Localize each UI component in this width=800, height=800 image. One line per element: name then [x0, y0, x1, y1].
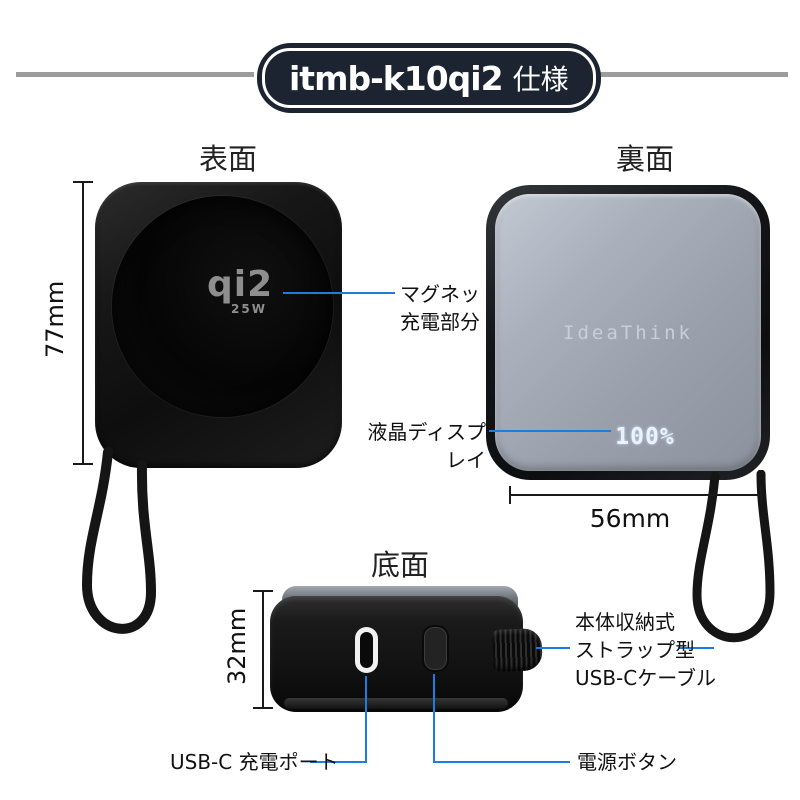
annotation-usb-port-line-h	[310, 761, 367, 763]
front-strap-cable	[81, 447, 157, 634]
dim-77mm-cap-bottom	[73, 463, 93, 465]
dim-32mm-cap-bottom	[253, 707, 273, 709]
dim-56mm-cap-right	[760, 486, 762, 504]
qi2-logo-text: qi2	[207, 264, 274, 305]
power-button	[422, 625, 449, 672]
annotation-strap-label-line1: 本体収納式	[575, 610, 675, 634]
dim-32mm-label: 32mm	[223, 607, 251, 685]
divider-line-left	[16, 72, 254, 77]
back-strap-cable	[692, 470, 775, 643]
annotation-lcd-label: 液晶ディスプレイ	[367, 420, 486, 472]
bottom-view-label: 底面	[370, 548, 429, 582]
annotation-magnet-label: マグネット 充電部分	[400, 280, 500, 336]
dim-56mm-line	[510, 494, 761, 496]
dim-32mm-line	[262, 591, 264, 708]
back-device-image: IdeaThink 100%	[486, 185, 770, 480]
bottom-device-bottom-edge	[284, 698, 508, 709]
annotation-strap-line-left	[536, 647, 570, 649]
dim-56mm-label: 56mm	[589, 504, 671, 533]
annotation-usb-port-label: USB-C 充電ポート	[170, 750, 339, 774]
annotation-usb-port-line-v	[365, 676, 367, 763]
annotation-power-line-v	[433, 674, 435, 763]
annotation-magnet-label-line1: マグネット	[400, 282, 500, 306]
strap-cable-ribbed-end	[491, 628, 543, 672]
annotation-magnet-line	[283, 292, 395, 294]
back-view-label: 裏面	[615, 142, 674, 176]
annotation-strap-label-line2: ストラップ型	[575, 638, 695, 662]
annotation-strap-label-line3: USB-Cケーブル	[575, 666, 717, 690]
brand-text: IdeaThink	[563, 322, 693, 344]
annotation-power-line-h	[433, 761, 570, 763]
annotation-power-label: 電源ボタン	[577, 750, 677, 774]
title-badge: itmb-k10qi2 仕様	[257, 43, 601, 113]
dim-77mm-label: 77mm	[41, 280, 69, 358]
qi2-wattage-text: 25W	[231, 302, 267, 316]
model-name: itmb-k10qi2	[289, 58, 504, 98]
bottom-device-image	[270, 596, 523, 712]
divider-line-right	[548, 72, 788, 77]
dim-77mm-line	[82, 182, 84, 464]
title-badge-inner: itmb-k10qi2 仕様	[262, 48, 596, 108]
usb-c-port	[355, 627, 378, 673]
annotation-magnet-label-line2: 充電部分	[400, 310, 480, 334]
battery-display: 100%	[615, 424, 675, 450]
spec-suffix: 仕様	[512, 63, 569, 96]
annotation-lcd-line	[489, 430, 611, 432]
back-panel: IdeaThink 100%	[495, 194, 761, 471]
annotation-strap-label: 本体収納式 ストラップ型 USB-Cケーブル	[575, 608, 716, 692]
front-device-image: qi2 25W	[95, 182, 342, 468]
annotation-strap-line-right	[678, 647, 714, 649]
front-view-label: 表面	[198, 142, 257, 176]
qi2-logo: qi2 25W	[207, 264, 274, 317]
magnet-charging-area	[112, 196, 333, 417]
